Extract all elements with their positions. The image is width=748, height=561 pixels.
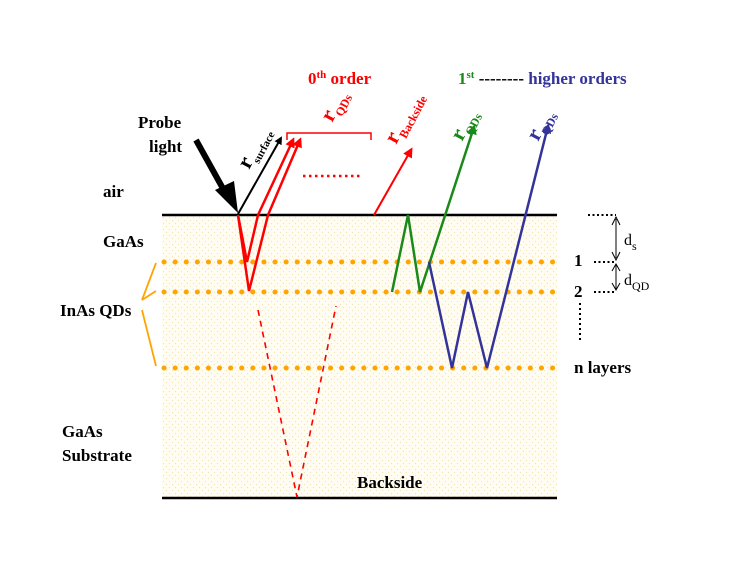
r-qds-first-label: rQDs (444, 104, 485, 147)
probe-light-arrow (193, 138, 229, 196)
backside-dashed-path (257, 305, 337, 498)
r-surface-label: rsurface (231, 122, 277, 175)
sample-region (162, 215, 557, 498)
layer-1-label: 1 (574, 251, 583, 270)
ds-label: ds (624, 232, 637, 253)
substrate-label-line2: Substrate (62, 446, 132, 465)
higher-order-ray (427, 123, 552, 369)
higher-orders-label: 1st -------- higher orders (458, 69, 627, 88)
dqd-label: dQD (624, 272, 650, 293)
r-qds-zeroth-label: rQDs (314, 85, 355, 128)
probe-label-line1: Probe (138, 113, 182, 132)
r-surface-ray (237, 136, 282, 215)
probe-label-line2: light (149, 137, 182, 156)
inas-pointer-lines (141, 262, 157, 367)
first-order-ray (390, 124, 477, 293)
n-layers-label: n layers (574, 358, 632, 377)
zeroth-order-label: 0th order (308, 69, 372, 88)
zeroth-order-ray-2 (236, 137, 302, 292)
probe-light-arrowhead (215, 181, 238, 213)
r-backside-ray (373, 147, 413, 216)
air-label: air (103, 182, 124, 201)
r-qds-higher-label: rQDs (520, 104, 561, 147)
layer-2-label: 2 (574, 282, 583, 301)
r-backside-label: rBackside (378, 86, 430, 149)
ds-dimension-arrowheads (611, 215, 621, 262)
zeroth-order-brace (286, 132, 372, 140)
inas-qds-label: InAs QDs (60, 301, 132, 320)
dqd-dimension-arrowheads (611, 262, 621, 292)
substrate-label-line1: GaAs (62, 422, 103, 441)
gaas-label: GaAs (103, 232, 144, 251)
backside-label: Backside (357, 473, 423, 492)
